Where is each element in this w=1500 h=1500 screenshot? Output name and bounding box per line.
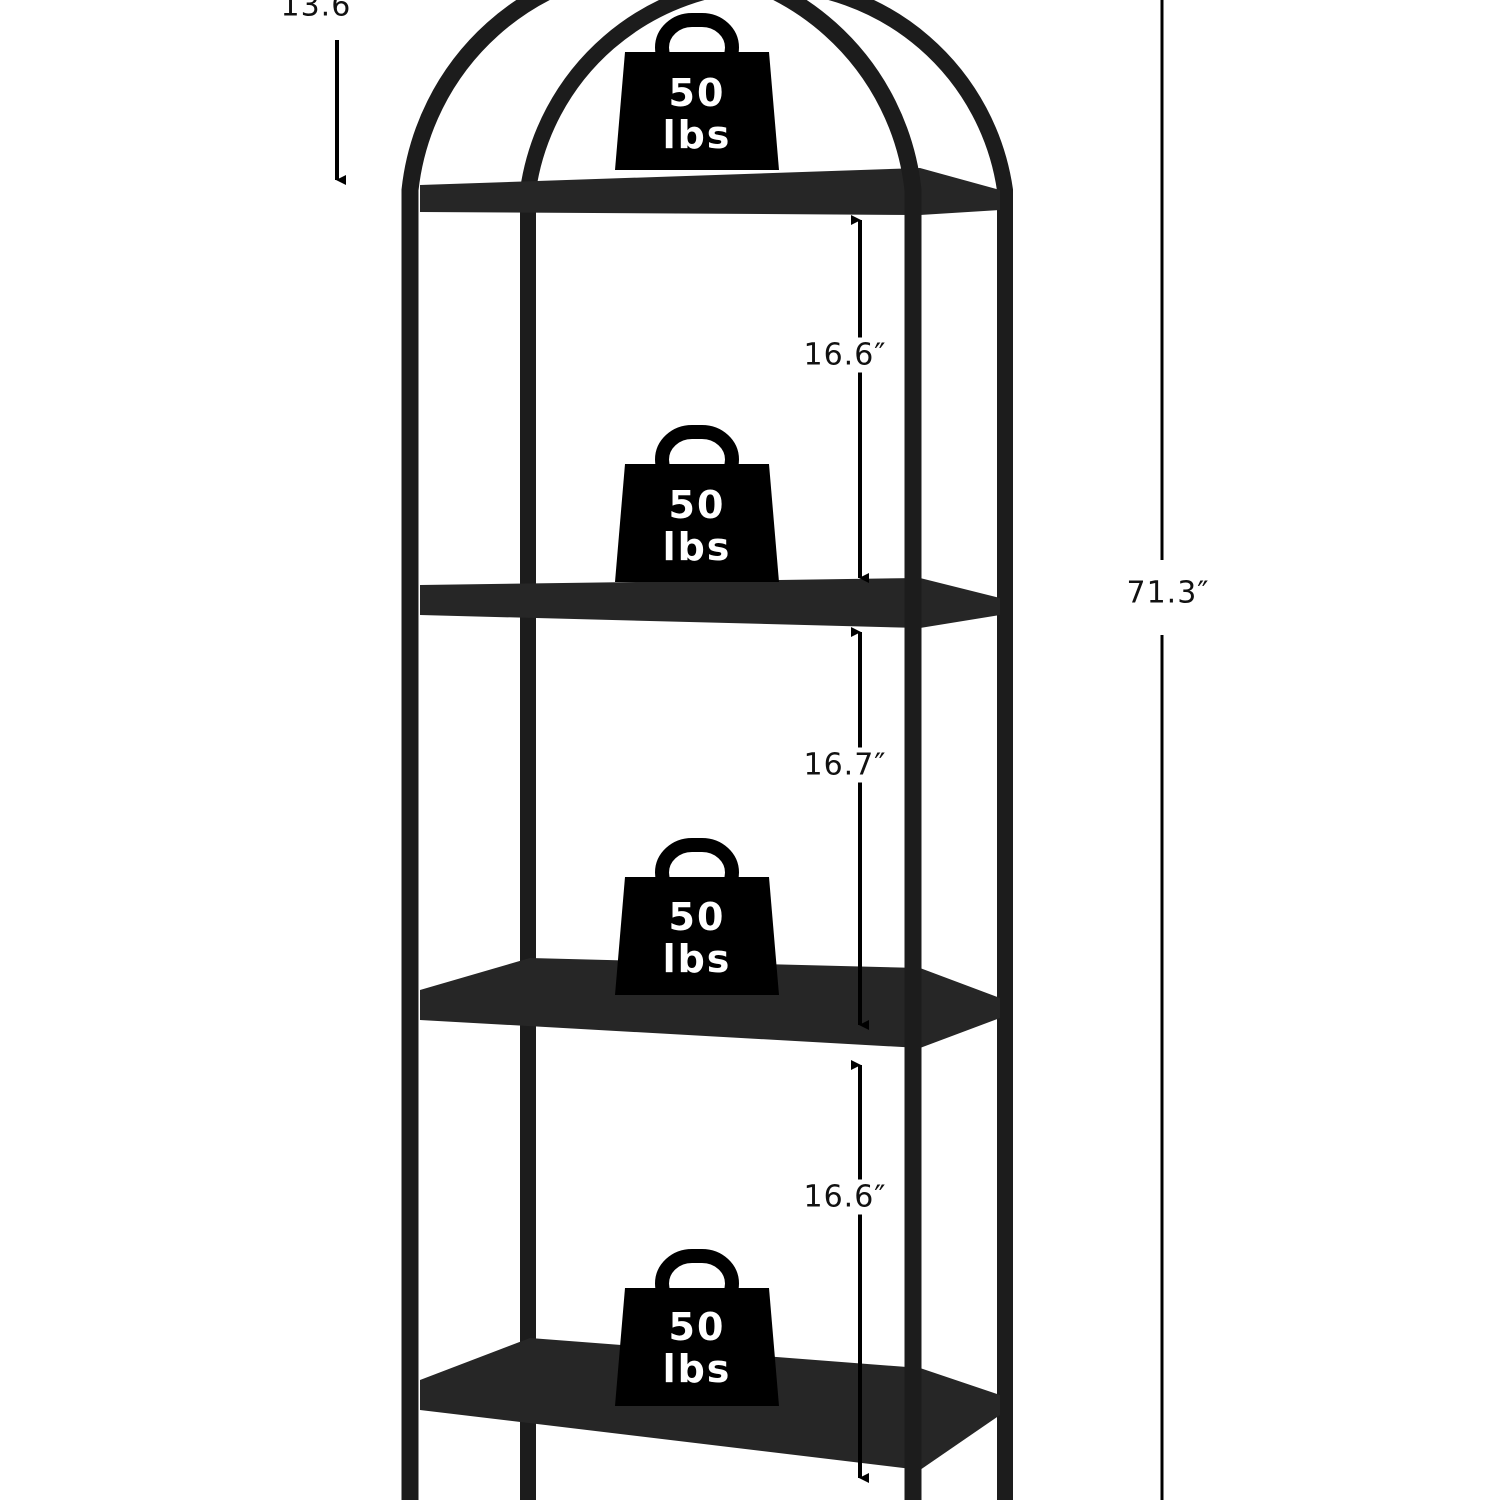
- total-height-label: 71.3″: [1126, 575, 1210, 611]
- dimension-arrows: [335, 0, 1164, 1500]
- shelf-gap-label-3: 16.6″: [803, 1179, 887, 1215]
- shelf-gap-label-2: 16.7″: [803, 747, 887, 783]
- shelf-gap-label-1: 16.6″: [803, 337, 887, 373]
- front-frame: [401, 0, 922, 1500]
- shelf-1: [420, 168, 1000, 215]
- weight-icon: [615, 1249, 779, 1406]
- depth-label: 13.6″: [280, 0, 364, 24]
- weight-icon: [615, 425, 779, 582]
- weight-icons: [615, 13, 779, 1406]
- back-frame: [520, 0, 1013, 1500]
- weight-icon: [615, 838, 779, 995]
- weight-icon: [615, 13, 779, 170]
- shelf-2: [420, 578, 1000, 628]
